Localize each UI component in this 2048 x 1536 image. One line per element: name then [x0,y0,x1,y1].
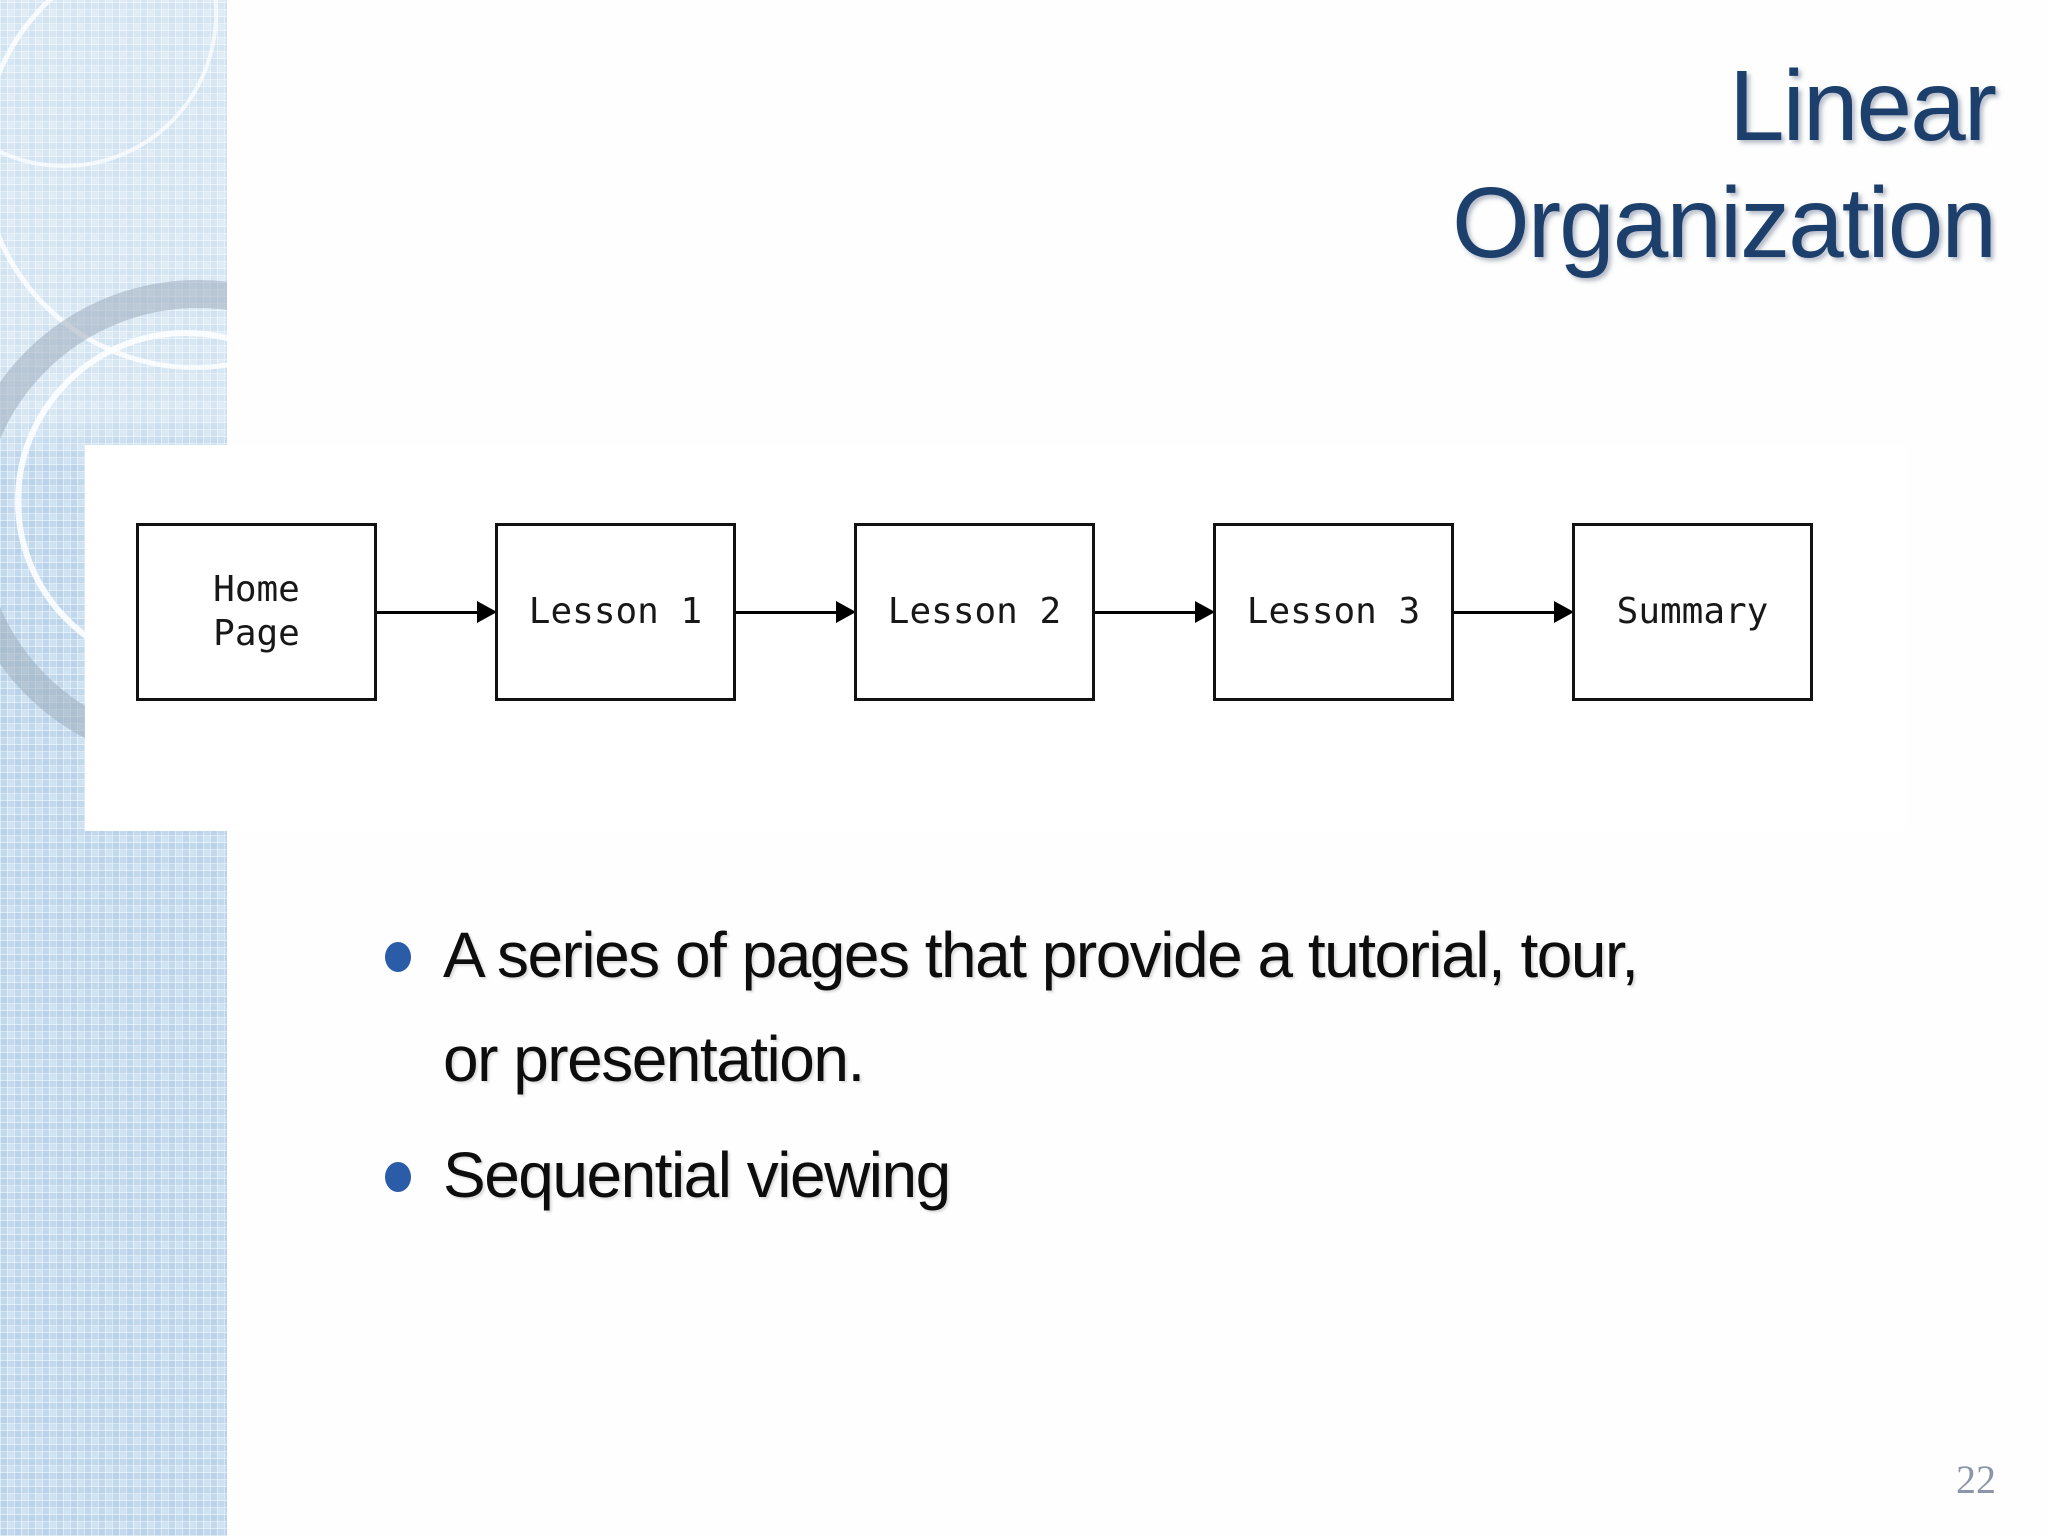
diagram-node-summary: Summary [1572,523,1813,701]
node-label-line: Lesson 2 [887,591,1062,633]
arrow-right-icon [1195,601,1215,623]
bullet-dot-icon [385,942,411,972]
bullet-text-line: Sequential viewing [443,1139,951,1211]
diagram-node-lesson-3: Lesson 3 [1213,523,1454,701]
arrow-line [377,610,477,614]
diagram-node-lesson-1: Lesson 1 [495,523,736,701]
node-label-line: Lesson 1 [528,591,703,633]
arrow-line [736,610,836,614]
bullet-list: A series of pages that provide a tutoria… [385,903,1955,1239]
page-title-line: Linear [1729,50,1997,162]
flow-connector [377,523,497,701]
linear-flowchart: Home Page Lesson 1 Lesson 2 Lesson 3 [136,523,1813,701]
arrow-right-icon [477,601,497,623]
flow-connector [736,523,856,701]
arrow-right-icon [836,601,856,623]
bullet-text-line: A series of pages that provide a tutoria… [443,919,1639,991]
page-title: Linear Organization [795,48,1997,282]
page-title-line: Organization [1452,167,1997,279]
list-item: Sequential viewing [385,1123,1955,1227]
arrow-line [1095,610,1195,614]
flow-connector [1095,523,1215,701]
arrow-right-icon [1554,601,1574,623]
diagram-node-lesson-2: Lesson 2 [854,523,1095,701]
bullet-text-line: or presentation. [443,1023,865,1095]
node-label-line: Home [213,569,300,611]
arrow-line [1454,610,1554,614]
diagram-node-home-page: Home Page [136,523,377,701]
list-item: A series of pages that provide a tutoria… [385,903,1955,1111]
bullet-text: Sequential viewing [443,1123,951,1227]
node-label-line: Summary [1616,591,1769,633]
flow-connector [1454,523,1574,701]
bullet-dot-icon [385,1162,411,1192]
bullet-text: A series of pages that provide a tutoria… [443,903,1639,1111]
node-label-line: Page [213,613,300,654]
page-number: 22 [1956,1457,1996,1502]
node-label-line: Lesson 3 [1246,591,1421,633]
